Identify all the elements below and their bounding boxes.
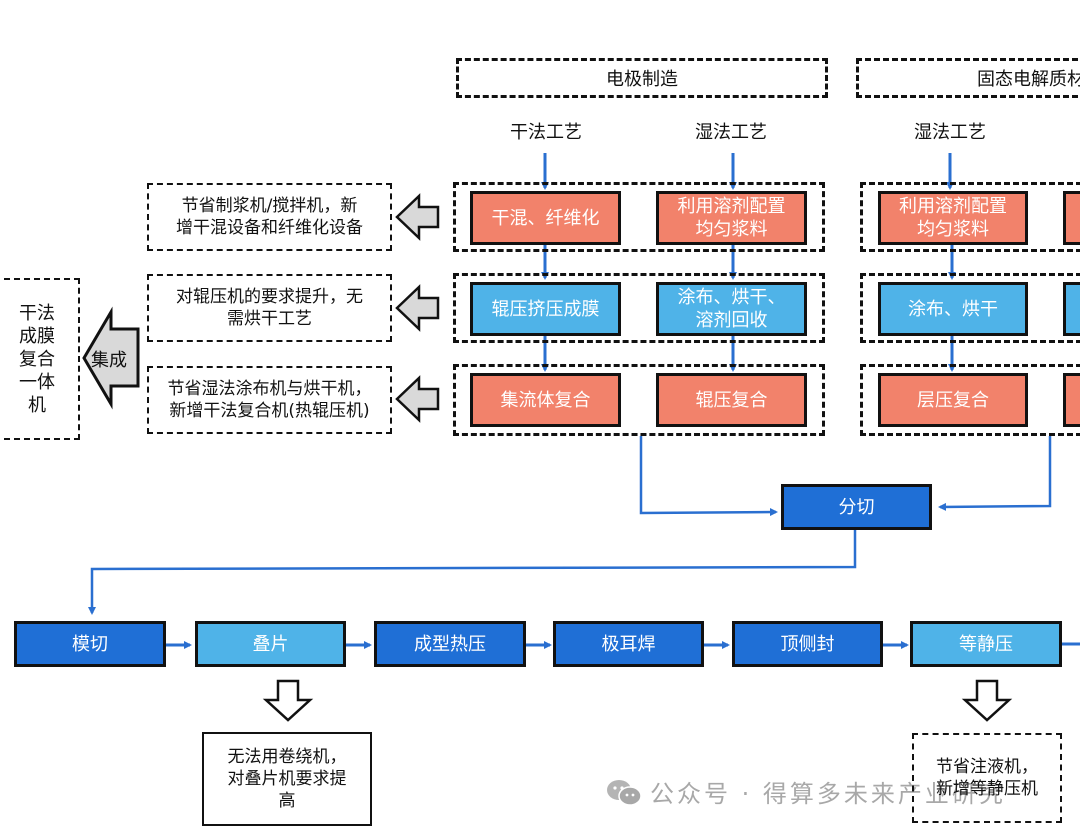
stage-group-mixing <box>453 182 825 252</box>
node-se-coating: 涂布、烘干 <box>878 282 1028 336</box>
hollow-arrow-down-icon <box>961 679 1013 722</box>
node-dry-collector-lamination: 集流体复合 <box>470 373 621 427</box>
watermark: 公众号 · 得算多未来产业研究 <box>606 774 1006 809</box>
node-se-slurry: 利用溶剂配置 均匀浆料 <box>878 191 1028 245</box>
se-stage-group-mixing <box>860 182 1080 252</box>
node-wet-slurry: 利用溶剂配置 均匀浆料 <box>656 191 807 245</box>
node-isostatic-pressing: 等静压 <box>910 621 1062 667</box>
connector-electrode-to-slitting <box>639 436 778 517</box>
header-electrode: 电极制造 <box>456 58 828 98</box>
node-die-cutting: 模切 <box>14 621 166 667</box>
node-dry-film-forming: 辊压挤压成膜 <box>470 282 621 336</box>
header-electrode-label: 电极制造 <box>606 69 678 90</box>
node-hot-pressing: 成型热压 <box>374 621 526 667</box>
impact-note-mixing: 节省制浆机/搅拌机，新 增干混设备和纤维化设备 <box>147 183 392 251</box>
watermark-text: 公众号 · 得算多未来产业研究 <box>650 780 1006 808</box>
note-stacking: 无法用卷绕机， 对叠片机要求提 高 <box>202 732 372 826</box>
note-isostatic: 节省注液机， 新增等静压机 <box>912 733 1062 823</box>
integration-arrow-label: 集成 <box>91 350 127 371</box>
node-wet-rolling: 辊压复合 <box>656 373 807 427</box>
hollow-arrow-left-icon <box>395 193 440 241</box>
stage-group-lamination <box>453 364 825 436</box>
wechat-icon <box>607 779 642 806</box>
impact-note-lamination: 节省湿法涂布机与烘干机， 新增干法复合机(热辊压机) <box>147 366 392 434</box>
connector-electrolyte-to-slitting <box>938 436 1052 511</box>
integration-result: 干法 成膜 复合 一体 机 <box>0 278 80 440</box>
label-dry-process: 干法工艺 <box>510 122 582 143</box>
node-se-partial-3 <box>1063 373 1080 427</box>
node-wet-coating: 涂布、烘干、 溶剂回收 <box>656 282 807 336</box>
hollow-arrow-left-icon <box>395 375 440 423</box>
hollow-arrow-left-icon <box>395 284 440 332</box>
se-stage-group-lamination <box>860 364 1080 436</box>
node-side-sealing: 顶侧封 <box>732 621 883 667</box>
node-dry-mixing: 干混、纤维化 <box>470 191 621 245</box>
hollow-arrow-down-icon <box>262 679 314 722</box>
se-stage-group-film <box>860 273 1080 343</box>
node-slitting: 分切 <box>781 484 932 530</box>
label-se-wet-process: 湿法工艺 <box>914 122 986 143</box>
header-solid-electrolyte: 固态电解质材 <box>856 58 1080 98</box>
node-se-partial-2 <box>1063 282 1080 336</box>
connector-slitting-to-diecut <box>88 530 857 615</box>
node-stacking: 叠片 <box>195 621 346 667</box>
header-solid-electrolyte-label: 固态电解质材 <box>977 69 1080 90</box>
node-se-lamination: 层压复合 <box>878 373 1028 427</box>
impact-note-film: 对辊压机的要求提升，无 需烘干工艺 <box>147 274 392 342</box>
label-wet-process: 湿法工艺 <box>695 122 767 143</box>
stage-group-film <box>453 273 825 343</box>
node-tab-welding: 极耳焊 <box>553 621 704 667</box>
node-se-partial-1 <box>1063 191 1080 245</box>
